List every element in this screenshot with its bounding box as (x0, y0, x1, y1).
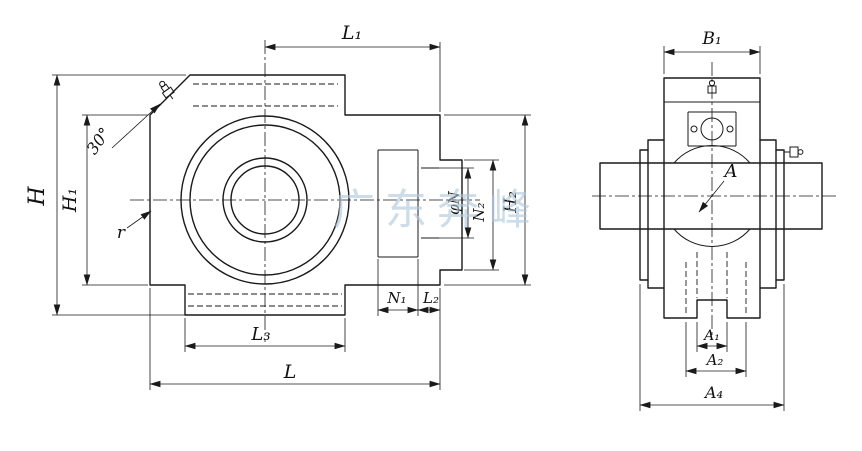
dim-label-h2: H₂ (501, 191, 521, 214)
dim-label-a4: A₄ (703, 383, 723, 402)
shaft (599, 162, 823, 230)
bearing-ball (700, 117, 724, 141)
dim-label-r: r (117, 223, 126, 243)
dim-label-l2: L₂ (422, 289, 439, 307)
housing-outline (149, 74, 463, 316)
grease-fitting-icon (159, 80, 175, 100)
side-housing-outline (663, 77, 761, 319)
hidden-boss-lines (685, 262, 747, 316)
side-grease-fitting-tip (797, 149, 804, 155)
dim-label-l1: L₁ (341, 22, 362, 44)
right-rail (759, 139, 777, 289)
a-leader-line (698, 180, 725, 213)
extension-lines-a4 (639, 284, 785, 411)
side-view: A (592, 62, 836, 340)
dim-label-h: H (25, 186, 50, 207)
watermark-text: 广东奔峰 (333, 185, 541, 234)
left-frame-lip (639, 149, 649, 281)
housing-boss-circle (180, 115, 350, 285)
front-view-dimensions: H H₁ L₁ L₃ L N₁ L₂ φN N₂ H₂ (25, 22, 531, 390)
side-grease-fitting-icon (784, 146, 799, 158)
dim-label-l: L (283, 361, 297, 383)
sphere-arc-bottom (673, 228, 751, 247)
bearing-cage-lines (687, 111, 737, 147)
right-frame-lip (775, 149, 785, 281)
hidden-slot-lines (696, 252, 728, 298)
bore-circle (230, 165, 300, 235)
dim-label-a: A (723, 161, 738, 182)
housing-face-circle (189, 124, 341, 276)
extension-lines-h (52, 74, 186, 316)
dim-label-a1: A₁ (702, 328, 720, 344)
dim-label-l3: L₃ (250, 324, 270, 345)
top-grease-fitting-tip (708, 79, 716, 87)
top-grease-fitting-icon (707, 85, 717, 94)
left-rail (647, 139, 665, 289)
dim-label-n1: N₁ (386, 289, 406, 307)
extension-lines-n1 (377, 259, 419, 316)
dim-label-n2: N₂ (470, 202, 488, 222)
extension-lines-l (149, 288, 441, 390)
bore-chamfer-circle (222, 157, 308, 243)
cage-rivet (726, 125, 734, 133)
extension-lines-h2 (444, 114, 531, 286)
dim-label-b1: B₁ (701, 29, 721, 49)
radius-leader-line (126, 210, 152, 229)
cage-rivet (690, 125, 698, 133)
dim-label-a2: A₂ (705, 351, 724, 369)
extension-lines-h1 (82, 114, 148, 286)
dim-label-phin: φN (445, 190, 463, 215)
angle-leader-line (111, 103, 161, 149)
side-view-dimensions: B₁ A₁ A₂ A₄ (639, 29, 785, 411)
takeup-slot (377, 149, 419, 258)
dim-label-h1: H₁ (59, 188, 81, 213)
